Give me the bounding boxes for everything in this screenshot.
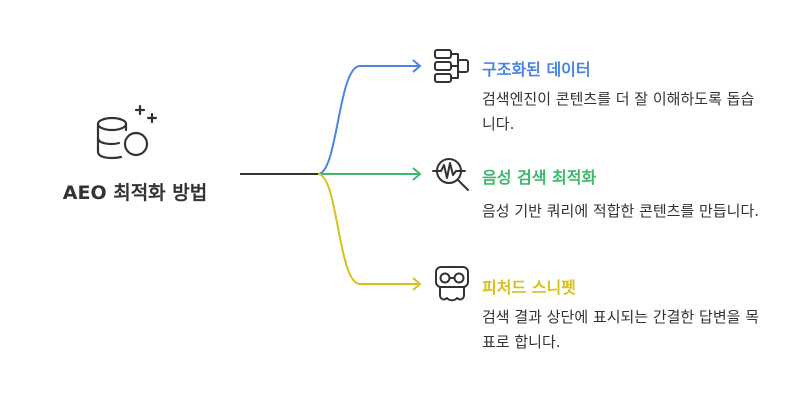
database-plus-icon bbox=[90, 100, 162, 166]
connector-featured-snippet bbox=[317, 173, 420, 285]
branch-title-voice-search: 음성 검색 최적화 bbox=[482, 168, 597, 187]
branch-title-structured-data: 구조화된 데이터 bbox=[482, 60, 591, 79]
structured-data-icon bbox=[432, 46, 472, 86]
snippet-glasses-icon bbox=[432, 264, 472, 304]
branch-desc-structured-data: 검색엔진이 콘텐츠를 더 잘 이해하도록 돕습니다. bbox=[482, 90, 755, 133]
connector-structured-data bbox=[317, 65, 420, 175]
branch-desc-featured-snippet: 검색 결과 상단에 표시되는 간결한 답변을 목표로 합니다. bbox=[482, 308, 760, 351]
branch-desc-voice-search: 음성 기반 쿼리에 적합한 콘텐츠를 만듭니다. bbox=[482, 202, 760, 220]
root-title: AEO 최적화 방법 bbox=[62, 182, 208, 204]
arrowhead-voice-search bbox=[412, 167, 422, 181]
voice-search-icon bbox=[432, 154, 472, 194]
arrowhead-featured-snippet bbox=[412, 277, 422, 291]
branch-title-featured-snippet: 피처드 스니펫 bbox=[482, 278, 576, 297]
arrowhead-structured-data bbox=[412, 59, 422, 73]
